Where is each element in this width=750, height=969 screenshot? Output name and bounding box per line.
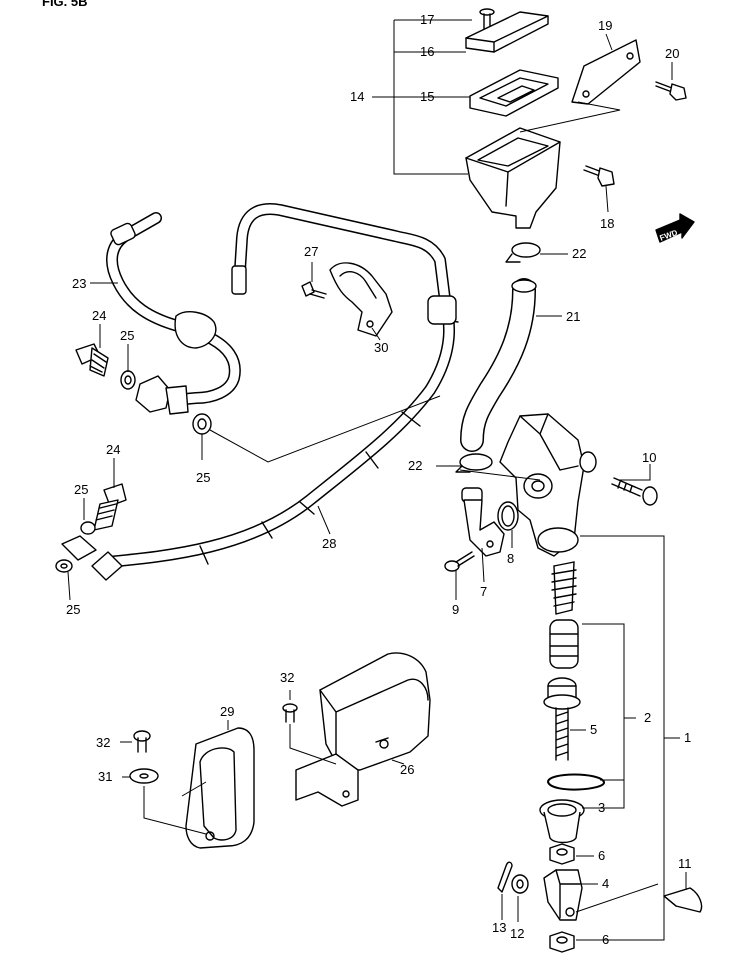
dust-boot[interactable] <box>539 799 585 844</box>
reservoir-cap[interactable] <box>465 11 549 53</box>
callout-24-upper: 24 <box>92 308 106 323</box>
reservoir-diaphragm[interactable] <box>469 69 559 117</box>
reservoir-body[interactable] <box>465 127 561 229</box>
callout-32-right: 32 <box>280 670 294 685</box>
lock-nut-upper[interactable] <box>549 843 575 865</box>
reservoir-bracket[interactable] <box>571 39 641 105</box>
callout-7: 7 <box>480 584 487 599</box>
callout-4: 4 <box>602 876 609 891</box>
cotter-pin[interactable] <box>497 861 513 893</box>
callout-27: 27 <box>304 244 318 259</box>
callout-6-upper: 6 <box>598 848 605 863</box>
callout-6-lower: 6 <box>602 932 609 947</box>
callout-14: 14 <box>350 89 364 104</box>
clevis[interactable] <box>543 869 583 921</box>
callout-21: 21 <box>566 309 580 324</box>
guard-washer-31[interactable] <box>129 768 159 784</box>
sealing-washer-lower-b[interactable] <box>55 559 73 573</box>
callout-1: 1 <box>684 730 691 745</box>
callout-11: 11 <box>678 856 692 871</box>
push-rod[interactable] <box>543 677 581 761</box>
callout-25-upper: 25 <box>120 328 134 343</box>
callout-15: 15 <box>420 89 434 104</box>
callout-3: 3 <box>598 800 605 815</box>
reservoir-group: 17 16 14 15 19 20 18 <box>350 8 687 231</box>
callout-25-lower-a: 25 <box>74 482 88 497</box>
sealing-washer-upper[interactable] <box>120 370 136 390</box>
callout-24-lower: 24 <box>106 442 120 457</box>
figure-title: FIG. 5B <box>42 0 88 9</box>
master-cylinder-bolt[interactable] <box>611 477 658 506</box>
hose-clamp-bracket[interactable] <box>329 262 393 337</box>
callout-17: 17 <box>420 12 434 27</box>
callout-28: 28 <box>322 536 336 551</box>
reservoir-hose-connector[interactable] <box>461 487 505 557</box>
callout-29: 29 <box>220 704 234 719</box>
callout-23: 23 <box>72 276 86 291</box>
o-ring[interactable] <box>497 501 519 531</box>
hose-clip-lower[interactable] <box>455 453 493 473</box>
banjo-bolt-lower[interactable] <box>93 483 127 531</box>
hose-clip-upper[interactable] <box>505 242 541 263</box>
callout-16: 16 <box>420 44 434 59</box>
bracket-bolt[interactable] <box>655 81 687 101</box>
guard-cover-29[interactable] <box>185 727 255 849</box>
callout-9: 9 <box>452 602 459 617</box>
clevis-pin[interactable] <box>663 887 703 913</box>
return-spring[interactable] <box>551 561 577 615</box>
callout-22-upper: 22 <box>572 246 586 261</box>
callout-26: 26 <box>400 762 414 777</box>
callout-20: 20 <box>665 46 679 61</box>
connector-bolt[interactable] <box>444 551 475 572</box>
circlip[interactable] <box>547 773 606 791</box>
brake-hose-23[interactable] <box>106 212 241 415</box>
callout-32-left: 32 <box>96 735 110 750</box>
callout-18: 18 <box>600 216 614 231</box>
reservoir-mount-bolt[interactable] <box>583 165 615 187</box>
callout-12: 12 <box>510 926 524 941</box>
callout-10: 10 <box>642 450 656 465</box>
callout-2: 2 <box>644 710 651 725</box>
guard-cover[interactable] <box>295 652 431 807</box>
sealing-washer-lower-a[interactable] <box>80 521 96 535</box>
guard-screw-32-left[interactable] <box>133 730 151 753</box>
sealing-washer-middle[interactable] <box>192 413 212 435</box>
callout-13: 13 <box>492 920 506 935</box>
lock-nut-lower[interactable] <box>549 931 575 953</box>
guard-screw-32-right[interactable] <box>282 703 298 723</box>
reservoir-hose[interactable] <box>460 278 537 452</box>
primary-cup[interactable] <box>549 619 579 669</box>
banjo-fitting-lower <box>61 535 97 561</box>
master-cylinder-body[interactable] <box>499 413 597 557</box>
callout-19: 19 <box>598 18 612 33</box>
callout-22-lower: 22 <box>408 458 422 473</box>
callout-25-lower-b: 25 <box>66 602 80 617</box>
callout-8: 8 <box>507 551 514 566</box>
fwd-arrow-icon: FWD <box>655 213 695 243</box>
clamp-bolt[interactable] <box>301 281 327 299</box>
reservoir-cap-screw[interactable] <box>479 8 495 31</box>
callout-30: 30 <box>374 340 388 355</box>
callout-25-middle: 25 <box>196 470 210 485</box>
callout-5: 5 <box>590 722 597 737</box>
banjo-bolt-upper[interactable] <box>75 343 109 377</box>
washer-12[interactable] <box>511 874 529 894</box>
brake-hose-28[interactable] <box>91 203 459 581</box>
callout-31: 31 <box>98 769 112 784</box>
